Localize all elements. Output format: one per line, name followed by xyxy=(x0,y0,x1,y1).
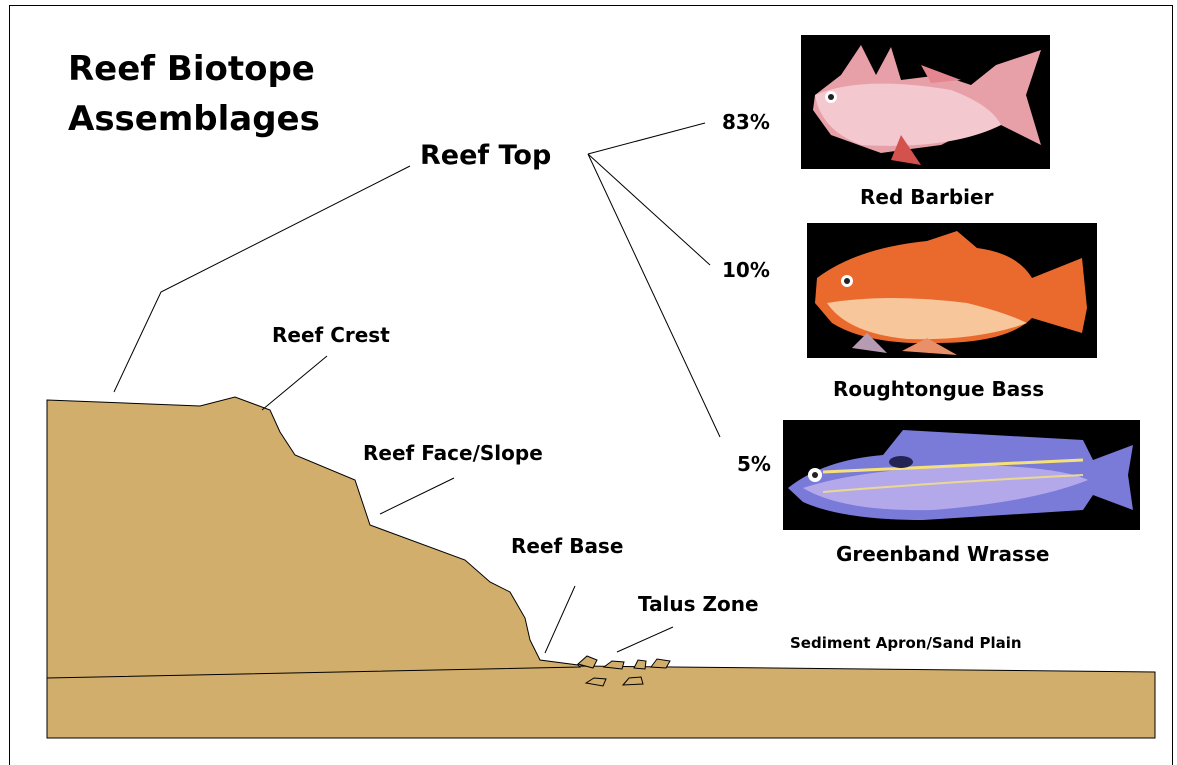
roughtongue-bass-fish-icon xyxy=(807,223,1097,358)
title-line-2: Assemblages xyxy=(68,94,320,144)
fish-name-red-barbier: Red Barbier xyxy=(860,185,993,209)
fish-name-roughtongue-bass: Roughtongue Bass xyxy=(833,377,1044,401)
zone-label-talus: Talus Zone xyxy=(638,592,759,616)
percent-greenband-wrasse: 5% xyxy=(737,452,771,476)
percent-roughtongue-bass: 10% xyxy=(722,258,770,282)
sand-plain-shape xyxy=(47,666,1155,738)
red-barbier-photo xyxy=(801,35,1050,169)
zone-label-reef-top: Reef Top xyxy=(420,140,551,171)
reef-body-shape xyxy=(47,397,580,678)
zone-label-sediment: Sediment Apron/Sand Plain xyxy=(790,634,1022,652)
zone-label-reef-face: Reef Face/Slope xyxy=(363,441,543,465)
fish-name-greenband-wrasse: Greenband Wrasse xyxy=(836,542,1049,566)
roughtongue-bass-photo xyxy=(807,223,1097,358)
branch-lines xyxy=(588,123,720,437)
greenband-wrasse-fish-icon xyxy=(783,420,1140,530)
greenband-wrasse-photo xyxy=(783,420,1140,530)
zone-label-reef-base: Reef Base xyxy=(511,534,623,558)
red-barbier-fish-icon xyxy=(801,35,1050,169)
percent-red-barbier: 83% xyxy=(722,110,770,134)
title-line-1: Reef Biotope xyxy=(68,44,320,94)
zone-label-reef-crest: Reef Crest xyxy=(272,323,390,347)
diagram-title: Reef Biotope Assemblages xyxy=(68,44,320,144)
